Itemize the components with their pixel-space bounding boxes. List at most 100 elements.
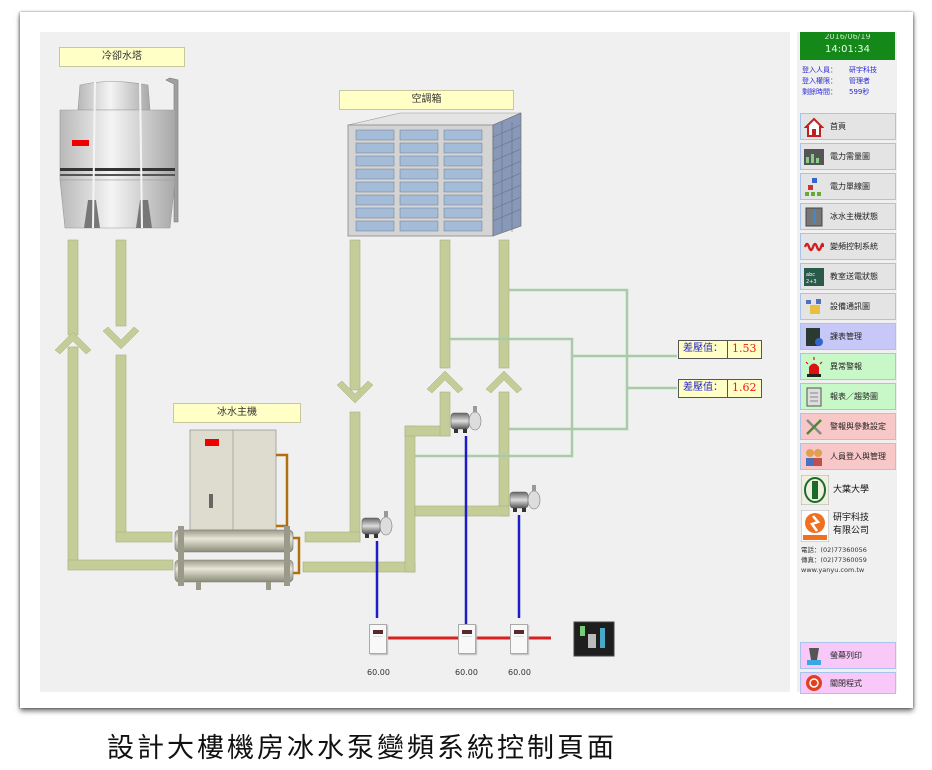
flow-arrow-up — [485, 370, 523, 394]
nav-label: 課表管理 — [830, 332, 862, 341]
building-window — [399, 194, 439, 206]
differential-pressure-label: 差壓值： — [679, 341, 728, 358]
plc-controller — [573, 621, 615, 657]
login-role-key: 登入權限： — [802, 77, 837, 85]
building-window — [355, 181, 395, 193]
sensor-lines — [415, 288, 677, 458]
air-handler-building — [347, 112, 522, 237]
time-text: 14:01:34 — [825, 44, 870, 55]
chilled-water-pump — [450, 406, 482, 433]
nav-label: 冰水主機狀態 — [830, 212, 878, 221]
building-window — [443, 220, 483, 232]
company-name-line1: 研宇科技 — [833, 513, 870, 523]
nav-label: 警報與參數設定 — [830, 422, 886, 431]
nav-label: 電力單線圖 — [830, 182, 870, 191]
nav-label: 變頻控制系統 — [830, 242, 878, 251]
nav-home[interactable]: 首頁 — [800, 113, 896, 140]
building-window — [355, 194, 395, 206]
nav-label: 電力需量圖 — [830, 152, 870, 161]
datetime-display: 2016/06/19 14:01:34 — [800, 32, 895, 60]
login-user-key: 登入人員： — [802, 66, 837, 74]
print-screen-icon — [803, 645, 825, 667]
login-info: 登入人員：研宇科技 登入權限：管理者 剩餘時間：599秒 — [802, 65, 897, 98]
flow-arrow-down — [102, 326, 140, 350]
differential-pressure-readout: 差壓值： 1.53 — [678, 340, 762, 359]
login-timeout-value: 599秒 — [849, 88, 870, 96]
building-window — [399, 129, 439, 141]
vfd-inverter[interactable] — [458, 624, 476, 654]
flow-arrow-down — [336, 380, 374, 404]
website-text: www.yanyu.com.tw — [801, 566, 865, 574]
chilled-water-pipes — [67, 239, 510, 573]
login-role-value: 管理者 — [849, 77, 870, 85]
company-logo: 研宇科技有限公司 — [800, 509, 897, 543]
nav-chiller-status[interactable]: 冰水主機狀態 — [800, 203, 896, 230]
building-window — [443, 142, 483, 154]
nav-label: 報表／趨勢圖 — [830, 392, 878, 401]
building-window — [399, 155, 439, 167]
building-window — [399, 142, 439, 154]
flow-arrow-up — [426, 370, 464, 394]
svg-text:2+3: 2+3 — [806, 279, 817, 285]
power-demand-icon — [803, 146, 825, 168]
date-text: 2016/06/19 — [824, 34, 871, 41]
building-window — [355, 155, 395, 167]
nav-label: 異常警報 — [830, 362, 862, 371]
university-name: 大葉大學 — [833, 484, 870, 495]
building-window — [443, 155, 483, 167]
flow-arrow-up — [54, 331, 92, 355]
chiller-label: 冰水主機 — [173, 403, 301, 423]
login-user-value: 研宇科技 — [849, 66, 877, 74]
nav-print-screen[interactable]: 螢幕列印 — [800, 642, 896, 669]
building-window — [355, 220, 395, 232]
nav-vfd-control[interactable]: 變頻控制系統 — [800, 233, 896, 260]
vfd-frequency: 60.00 — [367, 668, 390, 677]
phone-text: 電話：(02)77360056 — [801, 546, 867, 554]
building-window — [355, 142, 395, 154]
svg-text:abc: abc — [806, 272, 815, 278]
company-logo-icon — [800, 509, 830, 543]
building-window — [399, 220, 439, 232]
building-window — [355, 129, 395, 141]
tools-icon — [803, 416, 825, 438]
chiller-status-icon — [803, 206, 825, 228]
chiller-unit — [174, 429, 301, 590]
figure-caption: 設計大樓機房冰水泵變頻系統控制頁面 — [107, 733, 617, 764]
vfd-inverter[interactable] — [510, 624, 528, 654]
university-logo: 大葉大學 — [800, 474, 897, 506]
contact-info: 電話：(02)77360056 傳真：(02)77360059 www.yany… — [801, 545, 897, 575]
nav-report-trend[interactable]: 報表／趨勢圖 — [800, 383, 896, 410]
power-off-icon — [803, 672, 825, 694]
nav-single-line[interactable]: 電力單線圖 — [800, 173, 896, 200]
vfd-inverter[interactable] — [369, 624, 387, 654]
alarm-siren-icon — [803, 356, 825, 378]
building-window — [355, 207, 395, 219]
fax-text: 傳真：(02)77360059 — [801, 556, 867, 564]
logos-panel: 大葉大學 研宇科技有限公司 電話：(02)77360056 傳真：(02)773… — [800, 474, 897, 575]
chilled-water-pump — [361, 511, 393, 538]
signal-lines — [375, 436, 521, 630]
single-line-diagram-icon — [803, 176, 825, 198]
home-icon — [803, 116, 825, 138]
building-window — [443, 168, 483, 180]
nav-close-program[interactable]: 關閉程式 — [800, 672, 896, 694]
status-indicator — [72, 140, 89, 146]
schedule-book-icon — [803, 326, 825, 348]
nav-label: 人員登入與管理 — [830, 452, 886, 461]
building-window — [443, 181, 483, 193]
nav-power-demand[interactable]: 電力需量圖 — [800, 143, 896, 170]
users-icon — [803, 446, 825, 468]
differential-pressure-value: 1.53 — [728, 341, 761, 358]
nav-schedule[interactable]: 課表管理 — [800, 323, 896, 350]
nav-user-management[interactable]: 人員登入與管理 — [800, 443, 896, 470]
university-logo-icon — [800, 474, 830, 506]
nav-device-comm[interactable]: 設備通訊圖 — [800, 293, 896, 320]
chilled-water-pump — [509, 485, 541, 512]
nav-alarm-settings[interactable]: 警報與參數設定 — [800, 413, 896, 440]
sidebar-bottom-nav: 螢幕列印 關閉程式 — [800, 642, 896, 697]
building-window — [399, 207, 439, 219]
nav-alarm[interactable]: 異常警報 — [800, 353, 896, 380]
